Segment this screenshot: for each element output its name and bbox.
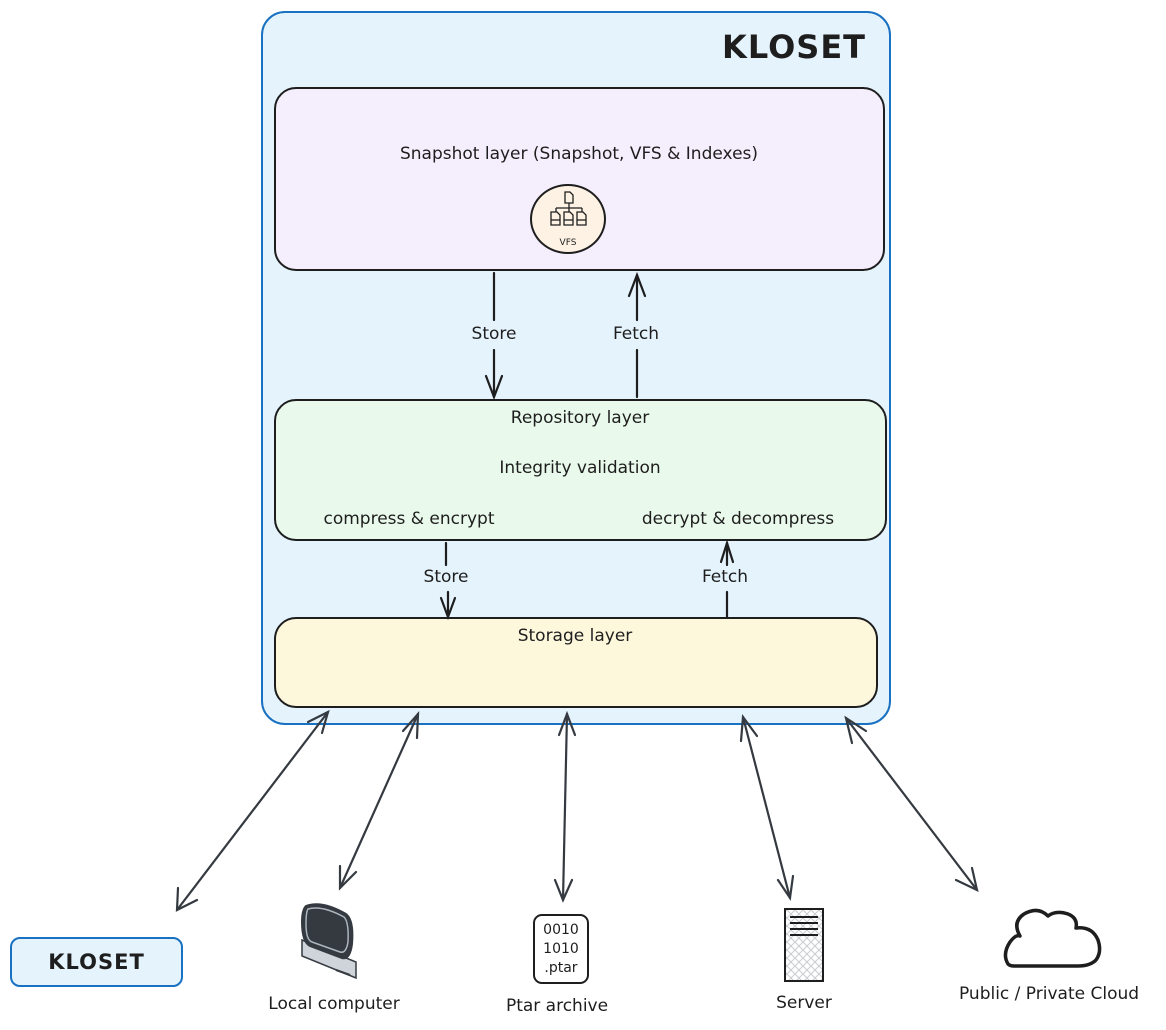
ptar-line-3: .ptar [544,959,578,976]
backend-local-computer-label: Local computer [268,994,400,1014]
decrypt-decompress-label: decrypt & decompress [641,509,835,529]
compress-encrypt-label: compress & encrypt [323,509,495,529]
fetch-label-top: Fetch [612,324,660,344]
store-label-top: Store [471,324,517,344]
link-cloud [844,716,979,892]
fetch-label-bottom: Fetch [701,567,749,587]
fetch-arrow-bottom-head [719,539,735,564]
storage-layer-label: Storage layer [517,626,633,646]
integrity-validation-label: Integrity validation [499,458,661,478]
storage-layer [274,617,878,708]
backend-ptar-label: Ptar archive [505,996,609,1016]
store-arrow-bottom-head [439,596,457,621]
backend-server-label: Server [776,993,832,1013]
server-icon [784,908,824,982]
link-kloset [175,710,330,912]
ptar-line-2: 1010 [543,940,579,957]
backend-kloset: KLOSET [10,937,183,987]
link-ptar [561,712,569,902]
vfs-tree-icon [550,191,587,226]
ptar-line-1: 0010 [543,921,579,938]
backend-kloset-label: KLOSET [48,950,145,974]
link-server [741,715,792,900]
snapshot-layer-label: Snapshot layer (Snapshot, VFS & Indexes) [399,144,759,164]
repository-layer [274,399,887,541]
computer-icon [300,903,357,980]
fetch-arrow-top-head [627,271,647,298]
link-local-computer [338,712,420,890]
store-label-bottom: Store [423,567,469,587]
ptar-file-icon: 0010 1010 .ptar [533,914,589,984]
cloud-icon [1003,908,1102,968]
store-arrow-top-head [484,374,504,401]
repository-layer-label: Repository layer [510,408,650,428]
kloset-title: KLOSET [722,28,866,66]
backend-cloud-label: Public / Private Cloud [958,984,1140,1004]
vfs-icon [530,184,606,254]
vfs-label: VFS [559,238,577,248]
